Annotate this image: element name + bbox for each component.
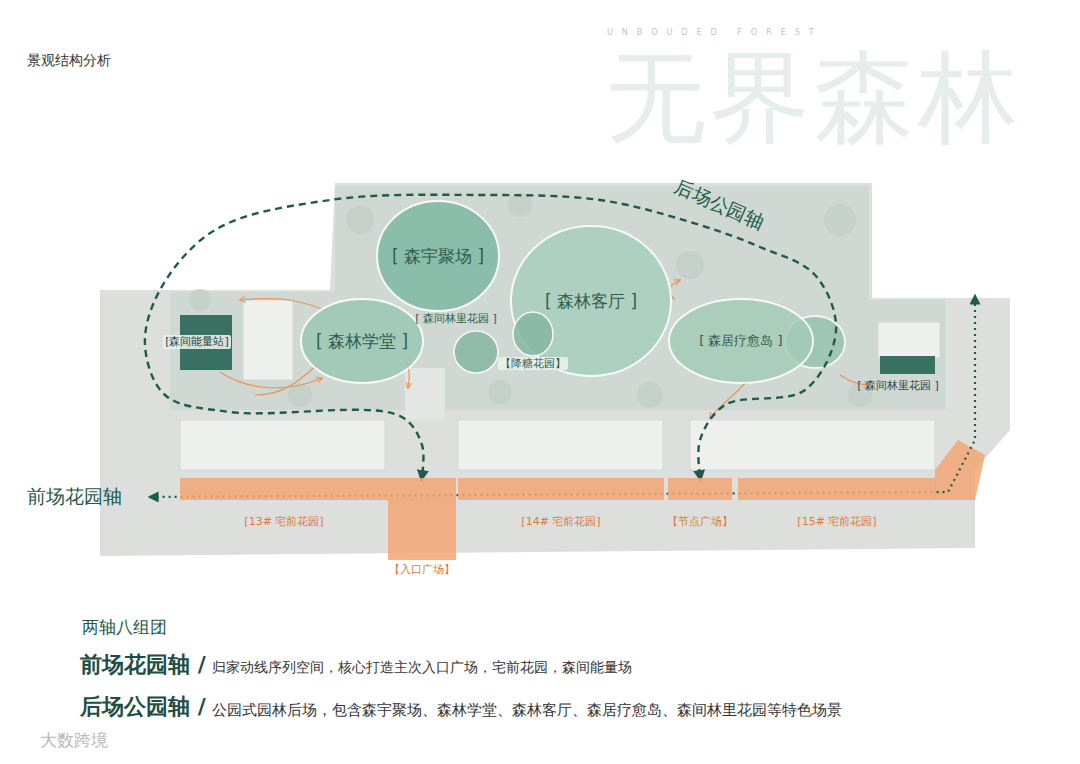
axis-label: 后场公园轴 (671, 175, 767, 234)
zone-label: [ 森林客厅 ] (545, 291, 637, 311)
site-ground (100, 183, 1010, 556)
zone-ellipse (511, 226, 671, 376)
garden-zone: 【降糖花园】 (493, 312, 573, 370)
watermark-subtitle: UNBOUDED FOREST (607, 28, 823, 38)
zone-label: [ 森间林里花园 ] (857, 379, 939, 392)
axis-heading: 后场公园轴 / (80, 694, 206, 720)
garden-zone: [ 森居疗愈岛 ] (668, 298, 814, 384)
zone-band (668, 478, 732, 500)
zone-ellipse (301, 299, 423, 383)
zone-ellipse (669, 299, 813, 383)
section-heading: 两轴八组团 (82, 617, 167, 637)
garden-zone: 【入口广场】 (384, 478, 460, 576)
garden-zone: [森间能量站] (154, 312, 240, 372)
walking-path (220, 280, 870, 418)
zone-label: [13# 宅前花园] (244, 515, 323, 528)
zone-label: 【入口广场】 (389, 563, 455, 576)
zone-label: [15# 宅前花园] (797, 515, 876, 528)
garden-zone: [ 森间林里花园 ] (410, 312, 502, 374)
axis-description: 归家动线序列空间，核心打造主次入口广场，宅前花园，森间能量场 (212, 659, 632, 676)
zone-label: [14# 宅前花园] (521, 515, 600, 528)
garden-zone: [ 森林学堂 ] (300, 298, 424, 384)
zone-label: 【节点广场】 (667, 515, 733, 528)
park-axis-connector (145, 195, 836, 476)
zone-band (180, 478, 388, 500)
axis-heading: 前场花园轴 / (80, 652, 206, 678)
zone-band (738, 478, 936, 500)
zone-shape (384, 478, 460, 576)
zone-label: [ 森宇聚场 ] (392, 246, 484, 266)
garden-zone: [13# 宅前花园] (180, 478, 388, 528)
axis-label: 前场花园轴 (27, 485, 122, 508)
garden-zone: [14# 宅前花园] (458, 478, 664, 528)
zone-band (388, 478, 456, 560)
axis-description: 公园式园林后场，包含森宇聚场、森林学堂、森林客厅、森居疗愈岛、森间林里花园等特色… (212, 701, 842, 719)
tree-canopy (189, 193, 872, 408)
garden-zone: [ 森间林里花园 ] (848, 320, 948, 392)
zone-ellipse (513, 312, 553, 356)
watermark: 大数跨境 (40, 730, 108, 750)
zone-label: [ 森居疗愈岛 ] (699, 333, 782, 349)
zone-label: [ 森间林里花园 ] (415, 312, 497, 325)
page-title: 景观结构分析 (27, 52, 111, 69)
zone-ellipse (377, 201, 499, 311)
entry-road (405, 368, 445, 420)
zone-label: 【降糖花园】 (498, 357, 568, 370)
zone-label: [ 森林学堂 ] (316, 331, 408, 351)
zone-band (880, 356, 935, 374)
garden-zone: [ 森宇聚场 ] (376, 200, 500, 312)
garden-zone: 【节点广场】 (662, 478, 738, 528)
zone-ellipse (454, 331, 498, 373)
garden-zone: [15# 宅前花园] (738, 478, 936, 528)
watermark-title: 无界森林 (606, 38, 1022, 158)
zone-band (458, 478, 664, 500)
zone-label: [森间能量站] (163, 335, 231, 348)
